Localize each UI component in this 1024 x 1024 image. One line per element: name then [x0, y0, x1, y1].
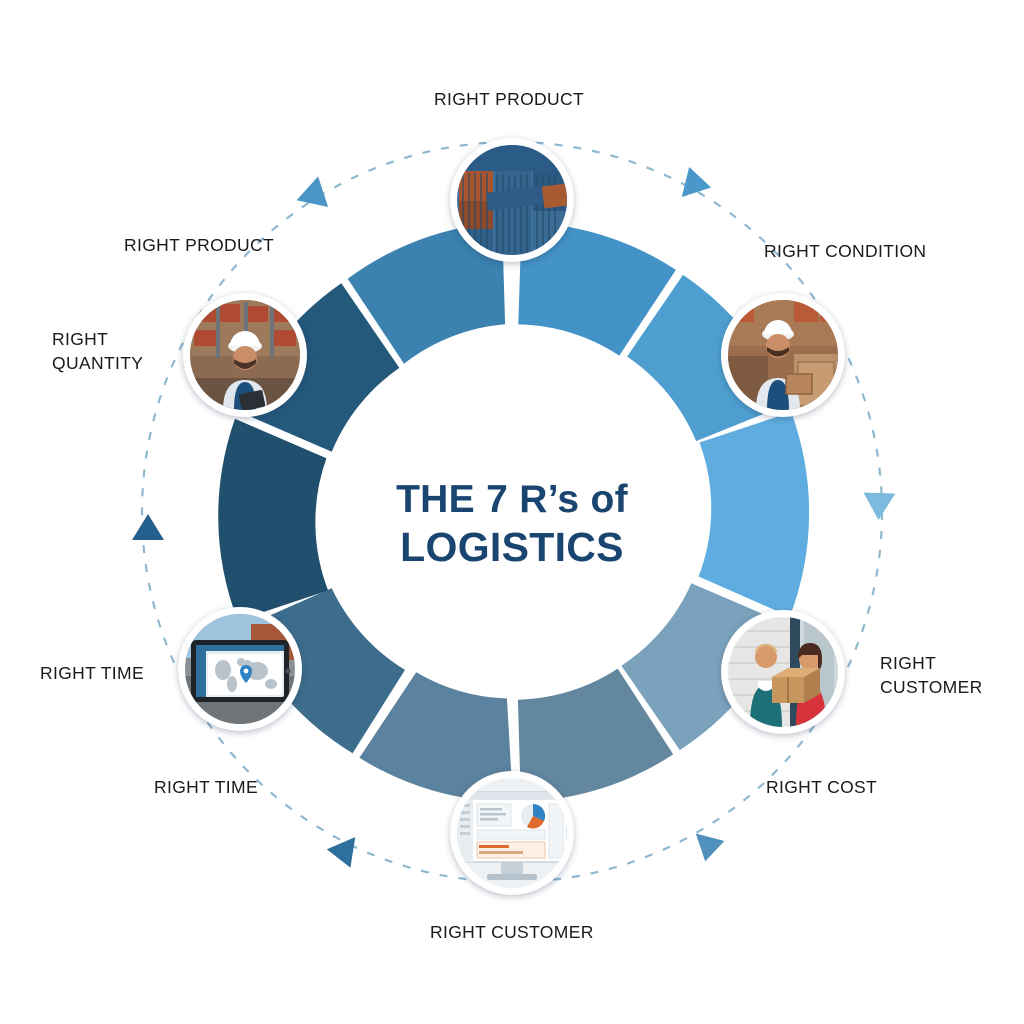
label-right-product-left: RIGHT PRODUCT	[124, 235, 275, 255]
label-right-time-left: RIGHT TIME	[40, 663, 144, 683]
tracking-tablet-icon	[185, 614, 295, 724]
label-right-product-top: RIGHT PRODUCT	[434, 89, 585, 109]
delivery-photo[interactable]	[721, 610, 845, 734]
tracking-tablet-photo[interactable]	[178, 607, 302, 731]
label-right-cost: RIGHT COST	[766, 777, 878, 797]
ring-segment-10[interactable]	[347, 222, 506, 364]
arrow-top-left	[296, 176, 329, 208]
label-right-quantity: RIGHT QUANTITY	[52, 329, 144, 373]
ring-segment-1[interactable]	[518, 222, 676, 356]
delivery-icon	[728, 617, 838, 727]
arrow-bottom-left	[326, 837, 356, 868]
ring-segment-8[interactable]	[218, 418, 329, 621]
dashboard-icon	[457, 778, 567, 888]
label-right-time-bottom: RIGHT TIME	[154, 777, 258, 797]
label-right-customer-right: RIGHT CUSTOMER	[880, 653, 983, 697]
arrow-right	[863, 492, 896, 520]
label-right-condition: RIGHT CONDITION	[764, 241, 927, 261]
inspector-icon	[728, 300, 838, 410]
arrow-left	[132, 514, 164, 540]
warehouse-worker-icon	[190, 300, 300, 410]
ring-segment-9[interactable]	[238, 283, 400, 452]
label-right-customer-bottom: RIGHT CUSTOMER	[430, 922, 594, 942]
inspector-photo[interactable]	[721, 293, 845, 417]
dashboard-photo[interactable]	[450, 771, 574, 895]
ring-segment-5[interactable]	[517, 668, 674, 802]
ring-segment-3[interactable]	[698, 412, 810, 617]
arrow-top-right	[681, 166, 712, 197]
ring-segment-6[interactable]	[359, 672, 513, 802]
shipping-containers-photo[interactable]	[450, 138, 574, 262]
arrow-bottom-right	[695, 833, 725, 862]
ring-segments	[218, 222, 810, 802]
containers-icon	[457, 145, 567, 255]
warehouse-worker-photo[interactable]	[183, 293, 307, 417]
